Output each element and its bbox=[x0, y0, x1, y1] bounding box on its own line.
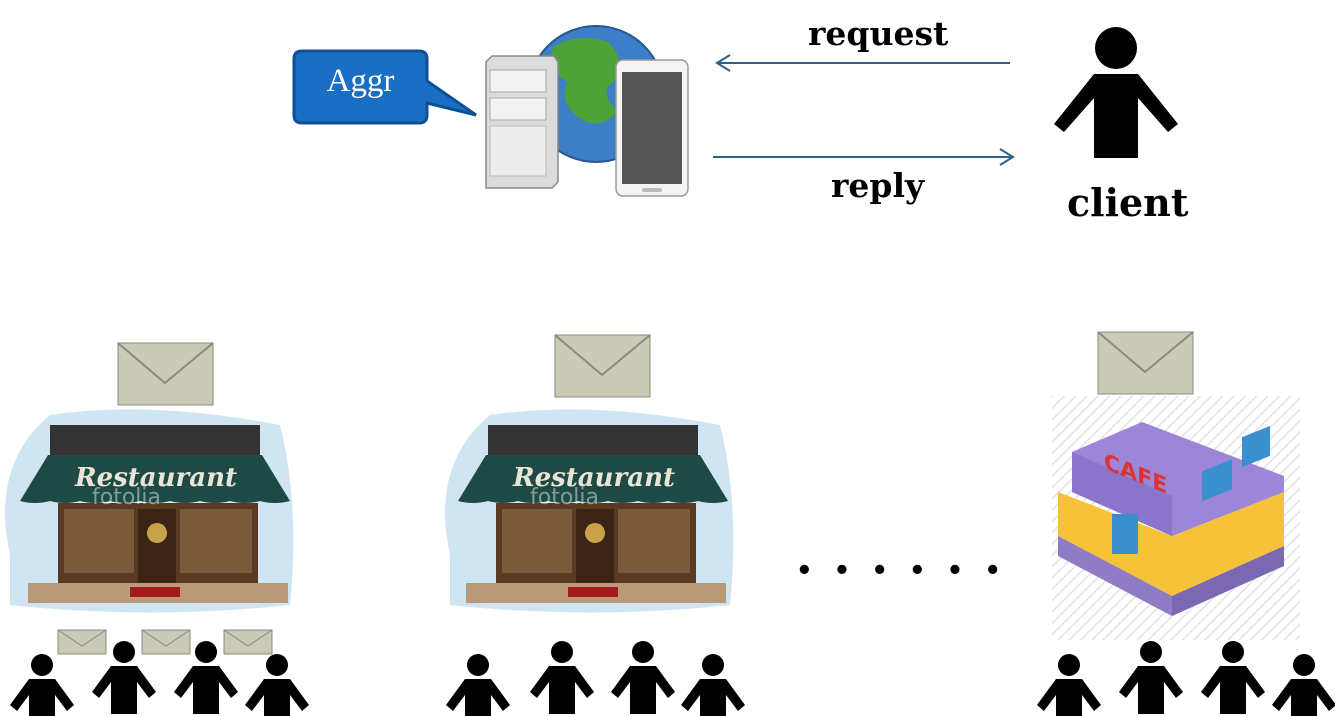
server-globe-phone-group bbox=[485, 25, 689, 197]
person-icon bbox=[530, 641, 594, 714]
person-icon bbox=[611, 641, 675, 714]
phone-icon bbox=[615, 59, 689, 197]
reply-label: reply bbox=[831, 166, 925, 205]
restaurant-sign: Restaurant bbox=[513, 463, 676, 493]
envelope-icon bbox=[223, 629, 273, 655]
request-reply-arrows bbox=[713, 54, 1015, 166]
client-person-icon bbox=[1054, 27, 1178, 158]
restaurant-building-icon bbox=[5, 409, 294, 613]
reply-arrow bbox=[713, 148, 1015, 166]
person-icon bbox=[10, 654, 74, 716]
person-icon bbox=[1272, 654, 1335, 716]
watermark: fotolia bbox=[92, 485, 161, 510]
request-arrow bbox=[715, 54, 1010, 72]
cafe: CAFE bbox=[1052, 396, 1300, 640]
person-icon bbox=[92, 641, 156, 714]
person-icon bbox=[174, 641, 238, 714]
person-icon bbox=[446, 654, 510, 716]
restaurant-1: Restaurant fotolia bbox=[0, 405, 300, 615]
cafe-building-icon bbox=[1052, 396, 1300, 640]
restaurant-2: Restaurant fotolia bbox=[440, 405, 740, 615]
watermark: fotolia bbox=[530, 485, 599, 510]
envelope-icon bbox=[141, 629, 191, 655]
server-icon bbox=[485, 55, 559, 189]
request-label: request bbox=[808, 14, 949, 53]
envelope-icon bbox=[57, 629, 107, 655]
person-icon bbox=[245, 654, 309, 716]
person-icon bbox=[1037, 654, 1101, 716]
client-label: client bbox=[1067, 180, 1189, 225]
envelope-icon bbox=[117, 342, 214, 406]
envelope-icon bbox=[1097, 331, 1194, 395]
person-icon bbox=[1201, 641, 1265, 714]
aggr-bubble: Aggr bbox=[292, 49, 477, 125]
person-icon bbox=[681, 654, 745, 716]
aggr-label: Aggr bbox=[326, 63, 395, 99]
envelope-icon bbox=[554, 334, 651, 398]
speech-bubble-shape bbox=[292, 49, 477, 125]
customers-row bbox=[10, 641, 1335, 716]
person-icon bbox=[1119, 641, 1183, 714]
restaurant-building-icon bbox=[445, 409, 734, 613]
restaurant-sign: Restaurant bbox=[75, 463, 238, 493]
ellipsis: • • • • • • bbox=[796, 556, 1007, 586]
